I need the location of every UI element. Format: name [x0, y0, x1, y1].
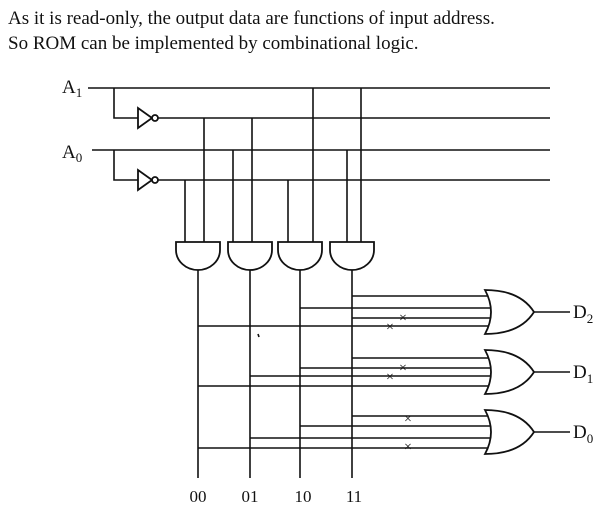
cross-mark: × [386, 320, 394, 335]
cross-mark: × [386, 370, 394, 385]
and-input-wires [184, 88, 362, 242]
caption: As it is read-only, the output data are … [8, 6, 495, 56]
or-gate-d0-inputs [198, 415, 492, 449]
inverter-a1 [113, 88, 159, 130]
input-label-a0: A0 [62, 142, 82, 165]
address-label-10: 10 [295, 487, 312, 506]
or-gate-d1-inputs [198, 357, 492, 387]
inverter-a0 [113, 150, 159, 192]
and-gate-10 [277, 241, 323, 271]
or-gate-d2-inputs [198, 295, 492, 327]
cross-mark: × [404, 412, 412, 427]
or-gate-d0 [483, 409, 536, 455]
address-rails [88, 87, 550, 181]
output-label-d1: D1 [573, 362, 593, 386]
cross-mark: × [404, 440, 412, 455]
and-gate-00 [175, 241, 221, 271]
input-label-a1: A1 [62, 77, 82, 100]
output-label-d2: D2 [573, 302, 593, 326]
cross-mark: × [399, 311, 407, 326]
address-label-01: 01 [242, 487, 259, 506]
caption-line-1: As it is read-only, the output data are … [8, 8, 495, 29]
output-label-d0: D0 [573, 422, 593, 446]
cross-mark: × [399, 361, 407, 376]
and-gate-01 [227, 241, 273, 271]
and-gate-11 [329, 241, 375, 271]
address-label-11: 11 [346, 487, 362, 506]
or-gate-d2 [483, 289, 536, 335]
or-gate-d1 [483, 349, 536, 395]
address-label-00: 00 [190, 487, 207, 506]
caption-line-2: So ROM can be implemented by combination… [8, 33, 419, 54]
stray-mark [257, 333, 260, 338]
word-lines [197, 270, 353, 478]
